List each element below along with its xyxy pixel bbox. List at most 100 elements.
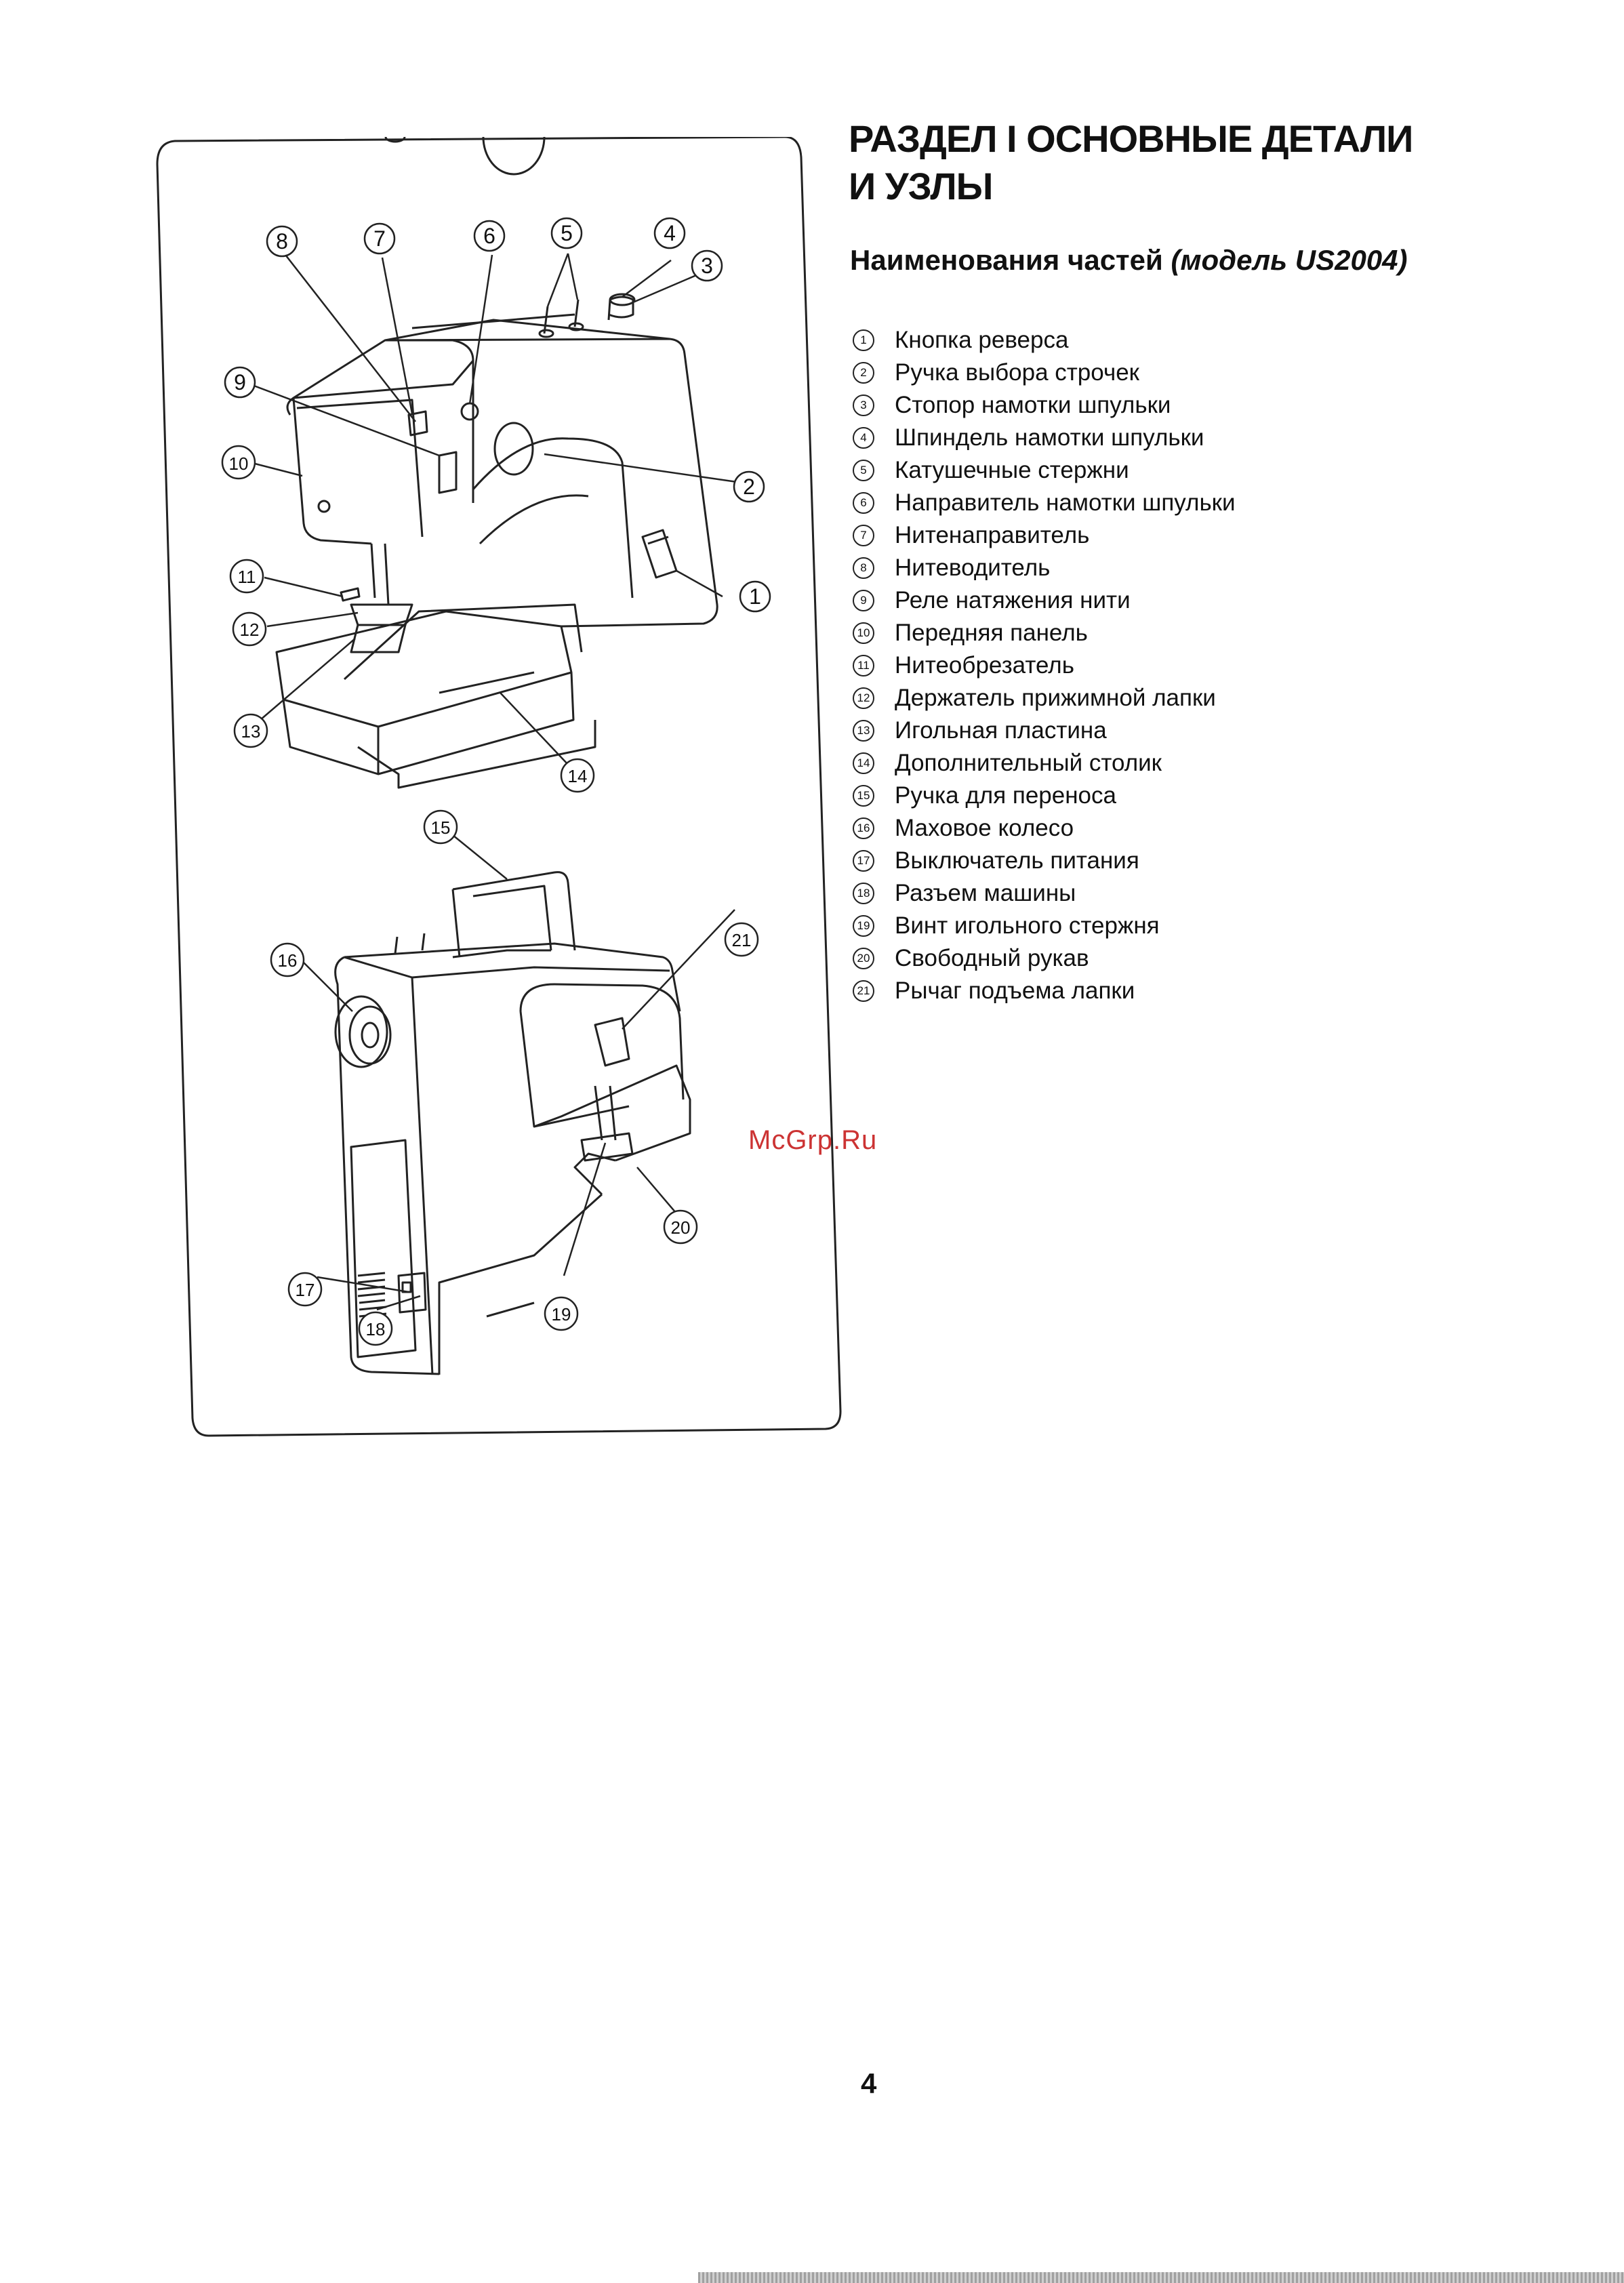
item-number-badge: 2	[853, 362, 874, 384]
svg-text:4: 4	[664, 221, 676, 245]
svg-text:20: 20	[671, 1217, 691, 1238]
item-number-badge: 16	[853, 817, 874, 839]
item-label: Ручка для переноса	[895, 782, 1116, 809]
svg-text:7: 7	[373, 226, 386, 251]
item-number-badge: 4	[853, 427, 874, 449]
list-item: 5 Катушечные стержни	[853, 454, 1598, 487]
watermark-text: McGrp.Ru	[748, 1125, 878, 1155]
callout-leaders	[241, 251, 752, 1311]
svg-text:11: 11	[238, 567, 256, 587]
svg-text:15: 15	[431, 817, 451, 838]
svg-text:3: 3	[701, 254, 713, 278]
item-number-badge: 9	[853, 590, 874, 611]
callout-6: 6	[473, 220, 506, 252]
callout-5: 5	[550, 217, 583, 249]
callout-18: 18	[358, 1311, 393, 1346]
item-label: Стопор намотки шпульки	[895, 392, 1171, 418]
callout-3: 3	[691, 249, 723, 282]
parts-subtitle: Наименования частей (модель US2004)	[850, 243, 1596, 278]
item-number-badge: 10	[853, 622, 874, 644]
diagram-border	[156, 137, 842, 1437]
callout-1: 1	[739, 580, 771, 613]
svg-text:13: 13	[241, 721, 261, 742]
item-number-badge: 8	[853, 557, 874, 579]
list-item: 20 Свободный рукав	[853, 942, 1598, 975]
svg-text:18: 18	[366, 1319, 386, 1339]
item-label: Кнопка реверса	[895, 327, 1069, 353]
item-label: Винт игольного стержня	[895, 912, 1160, 939]
svg-text:21: 21	[732, 930, 752, 950]
callout-17: 17	[287, 1272, 323, 1307]
svg-text:9: 9	[234, 370, 246, 395]
list-item: 8 Нитеводитель	[853, 552, 1598, 584]
item-number-badge: 14	[853, 752, 874, 774]
callout-4: 4	[653, 217, 686, 249]
list-item: 10 Передняя панель	[853, 617, 1598, 649]
svg-text:10: 10	[229, 453, 249, 474]
callout-20: 20	[663, 1209, 698, 1245]
svg-text:5: 5	[561, 221, 573, 245]
callout-16: 16	[270, 942, 305, 977]
item-label: Держатель прижимной лапки	[895, 685, 1216, 711]
item-label: Шпиндель намотки шпульки	[895, 424, 1204, 451]
list-item: 12 Держатель прижимной лапки	[853, 682, 1598, 714]
callout-2: 2	[733, 470, 765, 503]
section-title-line-1: РАЗДЕЛ I ОСНОВНЫЕ ДЕТАЛИ	[849, 117, 1413, 160]
list-item: 21 Рычаг подъема лапки	[853, 975, 1598, 1007]
svg-text:2: 2	[743, 474, 755, 499]
svg-text:14: 14	[568, 766, 588, 786]
callout-13: 13	[233, 713, 268, 748]
item-label: Нитенаправитель	[895, 522, 1090, 548]
svg-text:8: 8	[276, 229, 288, 254]
callout-15: 15	[423, 809, 458, 845]
item-number-badge: 1	[853, 329, 874, 351]
item-label: Направитель намотки шпульки	[895, 489, 1236, 516]
callout-21: 21	[724, 922, 759, 957]
item-label: Катушечные стержни	[895, 457, 1129, 483]
item-label: Выключатель питания	[895, 847, 1139, 874]
item-number-badge: 5	[853, 460, 874, 481]
svg-text:16: 16	[278, 950, 298, 971]
scan-edge-artifact	[698, 2272, 1624, 2283]
item-number-badge: 12	[853, 687, 874, 709]
item-label: Нитеводитель	[895, 554, 1051, 581]
item-number-badge: 11	[853, 655, 874, 676]
page-number: 4	[861, 2067, 877, 2099]
section-title: РАЗДЕЛ I ОСНОВНЫЕ ДЕТАЛИ И УЗЛЫ	[849, 115, 1526, 210]
item-number-badge: 17	[853, 850, 874, 872]
section-title-line-2: И УЗЛЫ	[849, 165, 993, 207]
svg-text:12: 12	[240, 620, 260, 640]
list-item: 7 Нитенаправитель	[853, 519, 1598, 552]
list-item: 2 Ручка выбора строчек	[853, 357, 1598, 389]
subtitle-prefix: Наименования частей	[850, 244, 1163, 276]
item-number-badge: 7	[853, 525, 874, 546]
callout-7: 7	[363, 222, 396, 255]
item-label: Передняя панель	[895, 620, 1088, 646]
callout-8: 8	[266, 225, 298, 258]
subtitle-model: (модель US2004)	[1171, 244, 1408, 276]
item-number-badge: 13	[853, 720, 874, 742]
item-number-badge: 19	[853, 915, 874, 937]
svg-text:17: 17	[296, 1280, 315, 1300]
item-number-badge: 21	[853, 980, 874, 1002]
item-label: Свободный рукав	[895, 945, 1089, 971]
callout-11: 11	[229, 559, 264, 594]
item-number-badge: 3	[853, 395, 874, 416]
list-item: 4 Шпиндель намотки шпульки	[853, 422, 1598, 454]
item-number-badge: 20	[853, 948, 874, 969]
callout-10: 10	[221, 445, 256, 480]
parts-diagram: 1 2 3 4 5 6 7 8 9 10 11 12 13 14 15 16 1…	[155, 137, 842, 1437]
item-label: Разъем машины	[895, 880, 1076, 906]
callout-markers: 1 2 3 4 5 6 7 8 9 10 11 12 13 14 15 16 1…	[221, 217, 771, 1346]
item-label: Ручка выбора строчек	[895, 359, 1139, 386]
item-label: Рычаг подъема лапки	[895, 977, 1135, 1004]
item-label: Нитеобрезатель	[895, 652, 1074, 679]
machine-back-view	[334, 137, 691, 1375]
item-number-badge: 6	[853, 492, 874, 514]
list-item: 1 Кнопка реверса	[853, 324, 1598, 357]
item-number-badge: 18	[853, 883, 874, 904]
list-item: 11 Нитеобрезатель	[853, 649, 1598, 682]
